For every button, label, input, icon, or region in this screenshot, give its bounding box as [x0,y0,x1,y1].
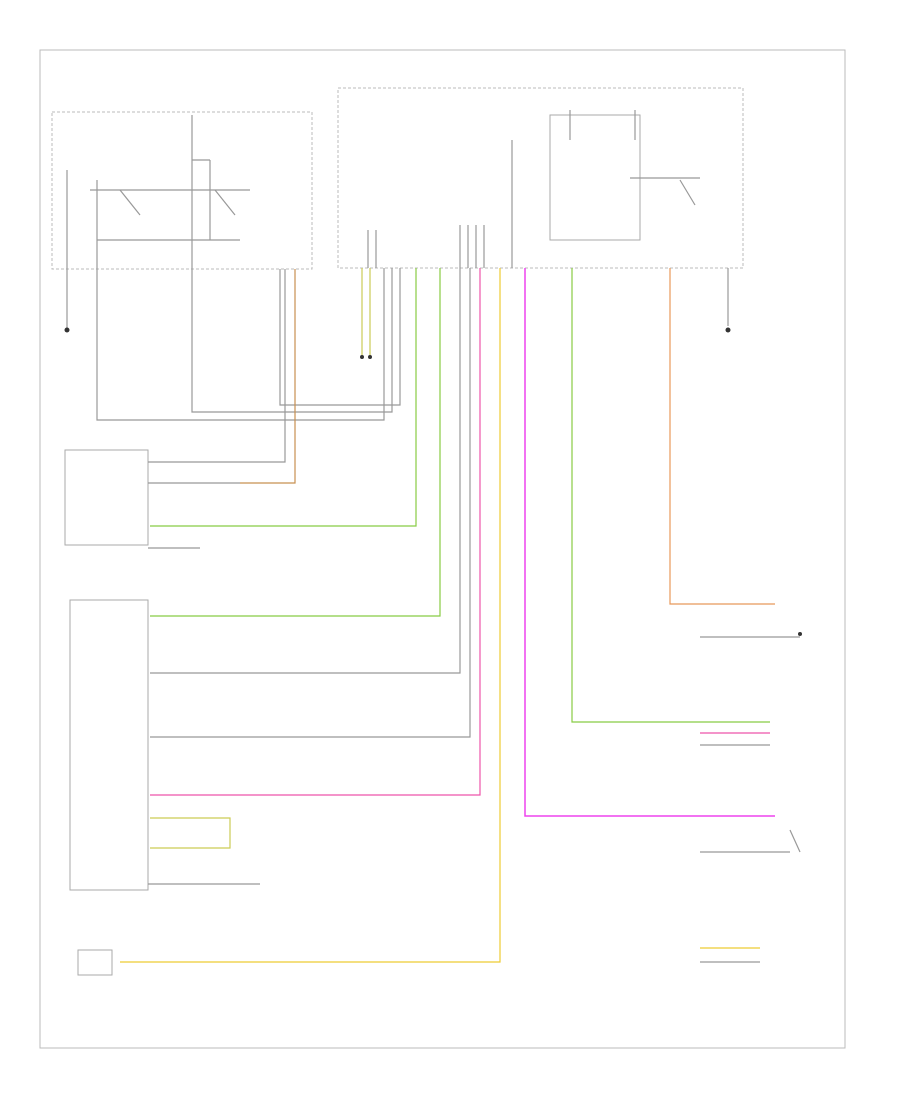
right-connector-4 [700,947,760,963]
central-module [337,87,744,269]
center-ground [360,268,372,359]
switch-2 [69,599,260,891]
diagram-frame [39,49,846,1049]
wire-bundle [96,268,775,963]
right-connector-1 [700,632,802,638]
switch-1 [64,449,240,549]
left-module [51,111,313,270]
right-connector-3 [700,829,801,853]
right-ground [725,268,731,333]
bottom-switch [77,949,113,976]
right-connector-2 [700,732,770,746]
left-ground [64,269,70,333]
